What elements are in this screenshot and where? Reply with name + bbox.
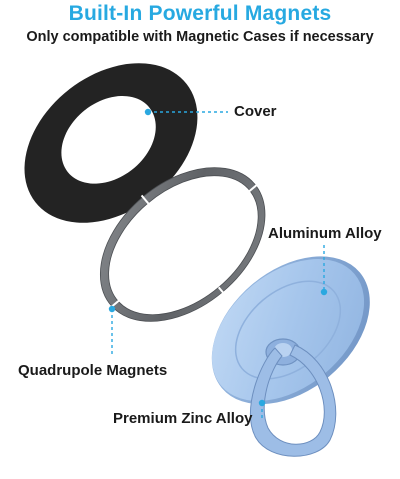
premium-zinc-alloy-label: Premium Zinc Alloy	[113, 410, 253, 427]
page-title: Built-In Powerful Magnets	[68, 2, 332, 25]
cover-label: Cover	[234, 103, 277, 120]
cover-leader-dot	[144, 108, 152, 116]
aluminum-leader-dot	[320, 288, 328, 296]
aluminum-alloy-label: Aluminum Alloy	[268, 225, 382, 242]
zinc-leader-dot	[258, 399, 266, 407]
zinc-ring-holder	[249, 338, 337, 457]
magnet-leader-dot	[108, 305, 116, 313]
leader-dots	[108, 108, 328, 407]
quadrupole-magnets-label: Quadrupole Magnets	[18, 362, 168, 379]
aluminum-plate	[211, 256, 370, 405]
cover-disc	[24, 63, 198, 223]
magnet-ring	[100, 167, 266, 322]
page-subtitle: Only compatible with Magnetic Cases if n…	[26, 29, 374, 45]
